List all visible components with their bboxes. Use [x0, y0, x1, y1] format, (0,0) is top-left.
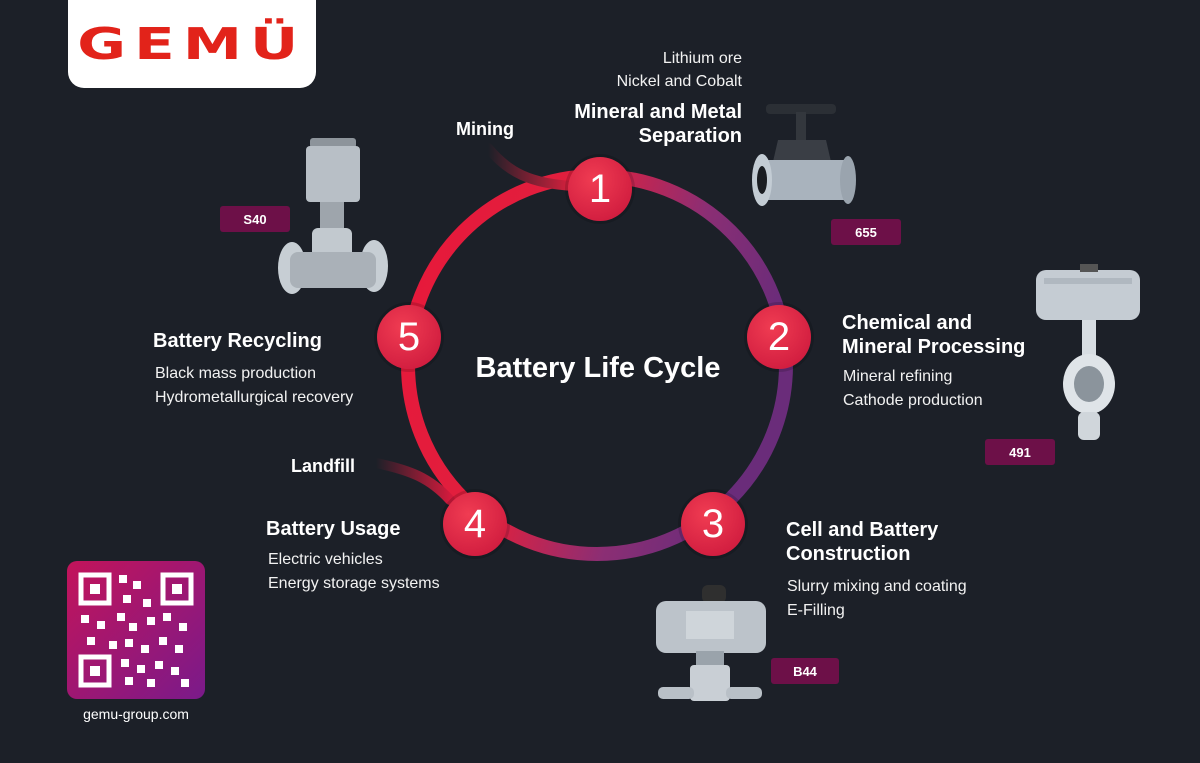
- mining-label: Mining: [456, 119, 514, 139]
- stage-4-item: Electric vehicles: [268, 551, 383, 568]
- cycle-title: Battery Life Cycle: [475, 352, 721, 384]
- website-url[interactable]: gemu-group.com: [83, 706, 189, 722]
- stage-2-item: Cathode production: [843, 392, 983, 409]
- landfill-connector: [371, 458, 455, 505]
- mining-connector: [483, 143, 580, 191]
- landfill-label: Landfill: [291, 456, 355, 476]
- valve-655-image: [752, 104, 856, 206]
- stage-1-node: 1: [568, 157, 632, 221]
- stage-1-title: Mineral and Metal: [574, 101, 742, 123]
- stage-3-item: Slurry mixing and coating: [787, 578, 967, 595]
- stage-2-item: Mineral refining: [843, 368, 953, 385]
- stage-3-item: E-Filling: [787, 602, 845, 619]
- stage-4-item: Energy storage systems: [268, 575, 440, 592]
- stage-3-title: Cell and Battery: [786, 519, 939, 541]
- stage-1-title: Separation: [638, 125, 742, 147]
- stage-2-node: 2: [747, 305, 811, 369]
- stage-2-title: Chemical and: [842, 312, 973, 334]
- product-badge-s40: S40: [220, 206, 290, 232]
- stage-2-title: Mineral Processing: [842, 336, 1026, 358]
- valve-s40-image: [278, 138, 388, 294]
- valve-491-image: [1036, 264, 1140, 440]
- stage-4-node: 4: [443, 492, 507, 556]
- valve-b44-image: [656, 585, 766, 701]
- stage-1-item: Nickel and Cobalt: [616, 73, 742, 90]
- product-badge-491: 491: [985, 439, 1055, 465]
- stage-5-title: Battery Recycling: [153, 330, 322, 352]
- stage-3-title: Construction: [786, 543, 911, 565]
- qr-code[interactable]: [67, 561, 205, 699]
- product-badge-655: 655: [831, 219, 901, 245]
- stage-1-item: Lithium ore: [662, 50, 742, 67]
- stage-3-node: 3: [681, 492, 745, 556]
- product-badge-b44: B44: [771, 658, 839, 684]
- logo-panel: GEMÜ: [68, 0, 316, 88]
- gemu-logo: GEMÜ: [77, 18, 307, 70]
- stage-4-title: Battery Usage: [266, 518, 401, 540]
- stage-5-node: 5: [377, 305, 441, 369]
- qr-pattern: [78, 572, 194, 688]
- stage-5-item: Hydrometallurgical recovery: [155, 389, 354, 406]
- stage-5-item: Black mass production: [155, 365, 316, 382]
